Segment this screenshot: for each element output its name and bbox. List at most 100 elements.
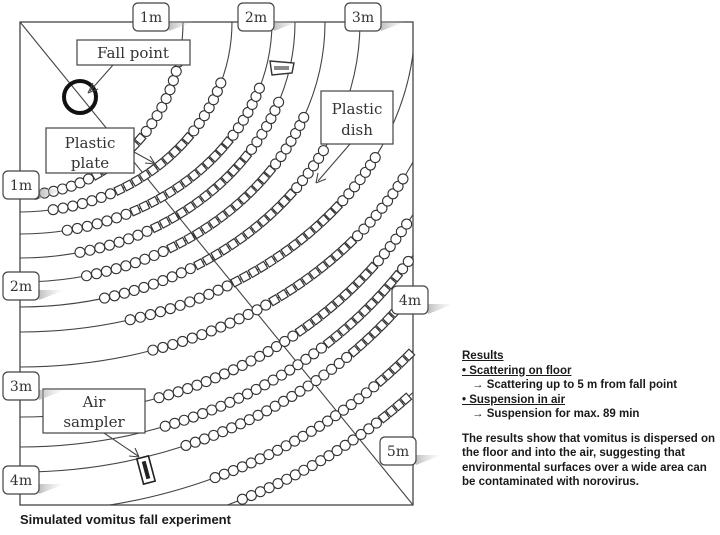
- droplet-circle: [251, 304, 263, 316]
- droplet-circle: [141, 225, 153, 237]
- droplet-square: [218, 243, 232, 256]
- droplet-circle: [167, 338, 179, 351]
- droplet-circle: [294, 385, 306, 397]
- droplet-square: [175, 206, 189, 220]
- droplet-circle: [226, 422, 238, 434]
- droplet-circle: [343, 188, 355, 200]
- droplet-square: [220, 170, 234, 184]
- droplet-circle: [180, 439, 192, 451]
- droplet-circle: [358, 223, 370, 235]
- droplet-square: [292, 278, 306, 291]
- droplet-circle: [111, 212, 123, 224]
- droplet-square: [244, 185, 258, 199]
- droplet-circle: [104, 188, 116, 200]
- droplet-circle: [108, 290, 121, 302]
- distance-marker-label: 3m: [352, 10, 374, 26]
- distance-marker-label: 4m: [10, 473, 32, 489]
- droplet-circle: [245, 355, 257, 367]
- droplet-circle: [47, 204, 59, 216]
- droplet-circle: [191, 379, 203, 391]
- distance-marker-right-5m: 5m: [379, 436, 442, 466]
- droplet-circle: [254, 453, 266, 465]
- droplet-circle: [227, 364, 239, 376]
- droplet-circle: [184, 296, 196, 308]
- droplet-square: [377, 283, 391, 297]
- droplet-square: [354, 338, 368, 352]
- droplet-square: [287, 238, 301, 252]
- droplet-circle: [262, 345, 274, 358]
- droplet-circle: [269, 158, 282, 170]
- droplet-circle: [234, 418, 247, 430]
- droplet-circle: [203, 288, 215, 300]
- droplet-circle: [163, 389, 175, 401]
- droplet-circle: [128, 284, 140, 296]
- droplet-circle: [124, 314, 136, 326]
- droplet-circle: [182, 383, 194, 395]
- droplet-square: [161, 151, 175, 165]
- droplet-circle: [323, 450, 335, 462]
- droplet-square: [138, 169, 152, 182]
- droplet-square: [330, 248, 344, 262]
- droplet-square: [191, 195, 205, 209]
- droplet-circle: [384, 240, 396, 253]
- droplet-circle: [95, 191, 107, 204]
- droplet-circle: [81, 220, 93, 232]
- droplet-square: [250, 178, 264, 192]
- droplet-circle: [186, 332, 198, 344]
- droplet-circle: [368, 381, 380, 393]
- droplet-circle: [370, 209, 382, 221]
- droplet-square: [242, 226, 256, 240]
- droplet-square: [284, 283, 298, 297]
- droplet-square: [384, 404, 398, 418]
- droplet-circle: [273, 96, 285, 108]
- droplet-circle: [360, 387, 372, 399]
- droplet-square: [113, 183, 126, 196]
- droplet-circle: [139, 253, 151, 265]
- distance-marker-label: 1m: [140, 10, 162, 26]
- plastic-dish-callout: Plastic dish: [315, 90, 394, 184]
- droplet-circle: [245, 143, 258, 155]
- droplet-square: [374, 374, 388, 388]
- droplet-circle: [120, 260, 132, 272]
- droplet-circle: [80, 270, 93, 282]
- droplet-circle: [287, 330, 299, 342]
- vomitus-scatter-diagram: Fall point Plastic plate Plastic dish Ai…: [2, 2, 450, 506]
- droplet-circle: [146, 118, 158, 130]
- figure-caption: Simulated vomitus fall experiment: [20, 512, 231, 527]
- droplet-square: [187, 168, 201, 182]
- fall-point-callout: Fall point: [76, 39, 191, 94]
- droplet-square: [358, 304, 372, 318]
- droplet-circle: [196, 329, 208, 341]
- droplet-circle: [307, 160, 320, 172]
- droplet-circle: [178, 414, 190, 426]
- droplet-circle: [275, 369, 288, 381]
- droplet-circle: [198, 110, 210, 122]
- droplet-circle: [164, 303, 176, 315]
- droplet-square: [384, 276, 398, 290]
- droplet-circle: [337, 195, 349, 207]
- droplet-circle: [200, 376, 212, 388]
- droplet-circle: [187, 411, 199, 423]
- droplet-square: [154, 157, 167, 171]
- droplet-circle: [212, 284, 224, 296]
- droplet-circle: [67, 200, 79, 212]
- droplet-square: [227, 164, 241, 178]
- droplet-circle: [267, 374, 279, 386]
- droplet-square: [230, 198, 244, 212]
- distance-marker-right-4m: 4m: [391, 285, 450, 315]
- air-sampler-callout: Air sampler: [42, 388, 146, 458]
- droplet-circle: [193, 117, 205, 129]
- droplet-circle: [224, 317, 236, 329]
- droplet-circle: [166, 271, 178, 283]
- droplet-square: [130, 174, 143, 187]
- droplet-circle: [345, 398, 357, 411]
- distance-marker-top-1m: 1m: [132, 2, 195, 32]
- droplet-square: [371, 290, 385, 304]
- droplet-circle: [118, 287, 130, 299]
- droplet-square: [201, 253, 215, 266]
- droplet-circle: [263, 482, 275, 494]
- air-sampler-label-line2: sampler: [63, 413, 125, 431]
- droplet-circle: [298, 111, 310, 123]
- droplet-square: [179, 174, 193, 188]
